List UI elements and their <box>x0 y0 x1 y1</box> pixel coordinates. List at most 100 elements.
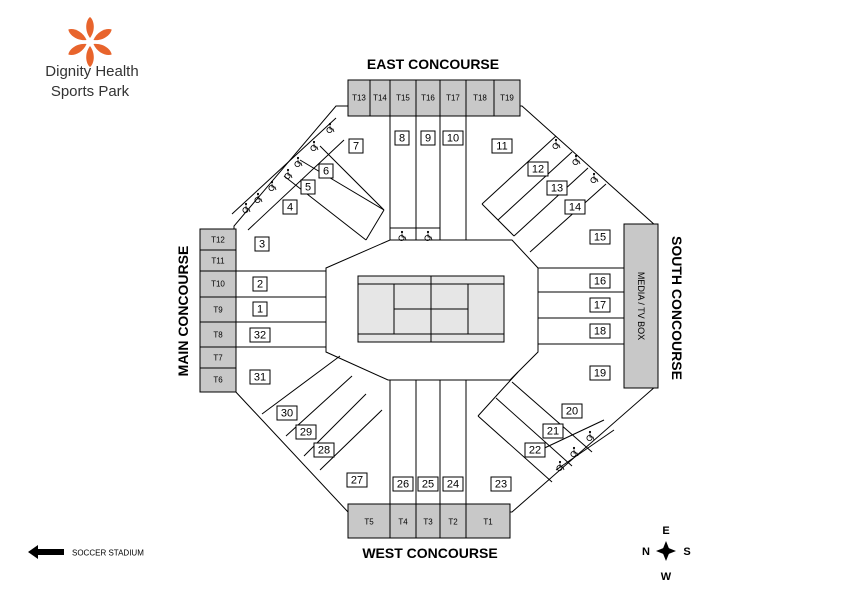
section-label: 12 <box>532 164 544 176</box>
section-19[interactable]: 19 <box>589 365 611 381</box>
section-10[interactable]: 10 <box>442 130 464 146</box>
east-tables: T13 T14 T15 T16 T17 T18 T19 <box>347 79 521 117</box>
wheelchair-icon <box>398 230 407 241</box>
section-label: 19 <box>594 368 606 380</box>
table-label: T17 <box>446 94 460 103</box>
section-24[interactable]: 24 <box>442 476 464 492</box>
table-label: T5 <box>364 518 374 527</box>
section-label: 29 <box>300 427 312 439</box>
section-26[interactable]: 26 <box>392 476 414 492</box>
section-label: 21 <box>547 426 559 438</box>
table-label: T4 <box>398 518 408 527</box>
section-30[interactable]: 30 <box>276 405 298 421</box>
brand-name-line1: Dignity Health <box>45 63 138 80</box>
section-label: 11 <box>496 141 507 153</box>
section-23[interactable]: 23 <box>490 476 512 492</box>
section-9[interactable]: 9 <box>420 130 436 146</box>
section-3[interactable]: 3 <box>254 236 270 252</box>
section-6[interactable]: 6 <box>318 163 334 179</box>
section-12[interactable]: 12 <box>527 161 549 177</box>
section-31[interactable]: 31 <box>249 369 271 385</box>
section-label: 3 <box>259 239 265 251</box>
section-7[interactable]: 7 <box>348 138 364 154</box>
wheelchair-icon <box>590 172 599 183</box>
section-16[interactable]: 16 <box>589 273 611 289</box>
wheelchair-icon <box>552 138 561 149</box>
section-22[interactable]: 22 <box>524 442 546 458</box>
logo-mark-icon <box>68 17 112 67</box>
wheelchair-icon <box>242 202 251 213</box>
section-18[interactable]: 18 <box>589 323 611 339</box>
section-label: 17 <box>594 300 606 312</box>
section-14[interactable]: 14 <box>564 199 586 215</box>
compass-icon <box>656 541 676 561</box>
table-label: T14 <box>373 94 387 103</box>
brand-name-line2: Sports Park <box>51 83 130 100</box>
section-32[interactable]: 32 <box>249 327 271 343</box>
section-label: 15 <box>594 232 606 244</box>
section-25[interactable]: 25 <box>417 476 439 492</box>
main-tables: T12 T11 T10 T9 T8 T7 T6 <box>199 228 237 393</box>
section-27[interactable]: 27 <box>346 472 368 488</box>
section-2[interactable]: 2 <box>252 276 268 292</box>
compass-north: N <box>642 546 650 558</box>
soccer-stadium-arrow-icon <box>28 545 64 559</box>
table-label: T18 <box>473 94 487 103</box>
table-label: T8 <box>213 331 223 340</box>
table-label: T19 <box>500 94 514 103</box>
table-label: T2 <box>448 518 458 527</box>
section-label: 9 <box>425 133 431 145</box>
section-29[interactable]: 29 <box>295 424 317 440</box>
section-4[interactable]: 4 <box>282 199 298 215</box>
table-label: T3 <box>423 518 433 527</box>
section-label: 5 <box>305 182 311 194</box>
media-box-label: MEDIA / TV BOX <box>636 272 646 340</box>
section-1[interactable]: 1 <box>252 301 268 317</box>
table-label: T11 <box>211 257 225 266</box>
section-label: 27 <box>351 475 363 487</box>
wheelchair-icon <box>556 460 565 471</box>
section-label: 22 <box>529 445 541 457</box>
wheelchair-icon <box>284 168 293 179</box>
wheelchair-icon <box>326 122 335 133</box>
section-28[interactable]: 28 <box>313 442 335 458</box>
section-label: 23 <box>495 479 507 491</box>
section-label: 4 <box>287 202 293 214</box>
section-11[interactable]: 11 <box>491 138 513 154</box>
section-label: 8 <box>399 133 405 145</box>
section-label: 7 <box>353 141 359 153</box>
section-5[interactable]: 5 <box>300 179 316 195</box>
table-label: T16 <box>421 94 435 103</box>
media-tv-box[interactable] <box>623 223 659 389</box>
table-label: T7 <box>213 354 223 363</box>
section-label: 16 <box>594 276 606 288</box>
section-label: 6 <box>323 166 329 178</box>
compass-east: E <box>662 525 669 537</box>
section-17[interactable]: 17 <box>589 297 611 313</box>
section-label: 10 <box>447 133 459 145</box>
section-13[interactable]: 13 <box>546 180 568 196</box>
section-label: 24 <box>447 479 459 491</box>
wheelchair-icon <box>310 140 319 151</box>
wheelchair-icon <box>294 156 303 167</box>
west-concourse-label: WEST CONCOURSE <box>362 545 497 561</box>
section-label: 20 <box>566 406 578 418</box>
section-label: 18 <box>594 326 606 338</box>
table-label: T10 <box>211 280 225 289</box>
section-20[interactable]: 20 <box>561 403 583 419</box>
section-label: 2 <box>257 279 263 291</box>
section-21[interactable]: 21 <box>542 423 564 439</box>
section-8[interactable]: 8 <box>394 130 410 146</box>
section-label: 25 <box>422 479 434 491</box>
section-label: 13 <box>551 183 563 195</box>
compass-west: W <box>661 571 672 583</box>
main-concourse-label: MAIN CONCOURSE <box>175 246 191 377</box>
wheelchair-icon <box>570 446 579 457</box>
table-label: T13 <box>352 94 366 103</box>
wheelchair-icon <box>254 192 263 203</box>
section-15[interactable]: 15 <box>589 229 611 245</box>
wheelchair-icon <box>586 430 595 441</box>
